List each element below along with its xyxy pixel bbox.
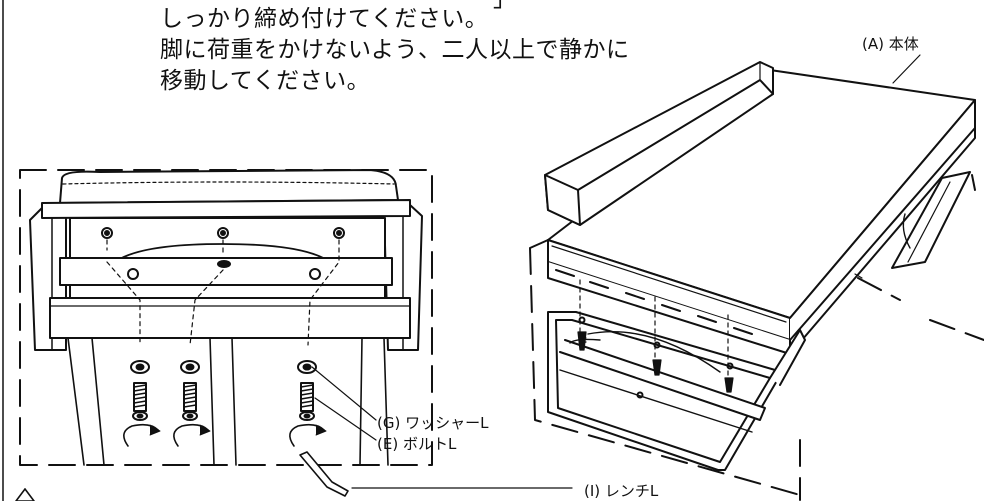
handle-recess [114,243,331,263]
instruction-line-1: しっかり締め付けてください。 [160,6,489,32]
hole-3 [333,227,345,239]
hole-1 [101,227,113,239]
bolt-1 [132,382,148,421]
instruction-line-3: 移動してください。 [160,68,371,94]
exploded-view [529,54,984,501]
instruction-text: 」 しっかり締め付けてください。 脚に荷重をかけないよう、二人以上で静かに 移動… [160,0,630,97]
label-washer: (G) ワッシャーL [377,414,489,432]
hole-2 [217,227,229,239]
cushion [59,169,399,204]
warning-icon [15,488,35,501]
exploded-frame [529,239,801,496]
label-wrench: (I) レンチL [584,482,659,500]
bolt-3 [299,382,315,421]
label-bolt: (E) ボルトL [377,435,457,453]
label-main-body: (A) 本体 [862,35,919,53]
top-rail [41,199,411,219]
hex-wrench [299,451,349,497]
front-apron [49,297,411,339]
washer-3 [297,360,317,374]
leg-frame [547,279,806,471]
instruction-line-2: 脚に荷重をかけないよう、二人以上で静かに [160,37,630,63]
washer-1 [130,360,150,374]
washer-2 [180,360,200,374]
backrest [544,61,774,226]
detail-view [19,169,573,497]
rear-leg-frame [891,171,976,269]
middle-rail [59,257,393,286]
bolt-2 [182,382,198,421]
main-body [547,69,976,355]
